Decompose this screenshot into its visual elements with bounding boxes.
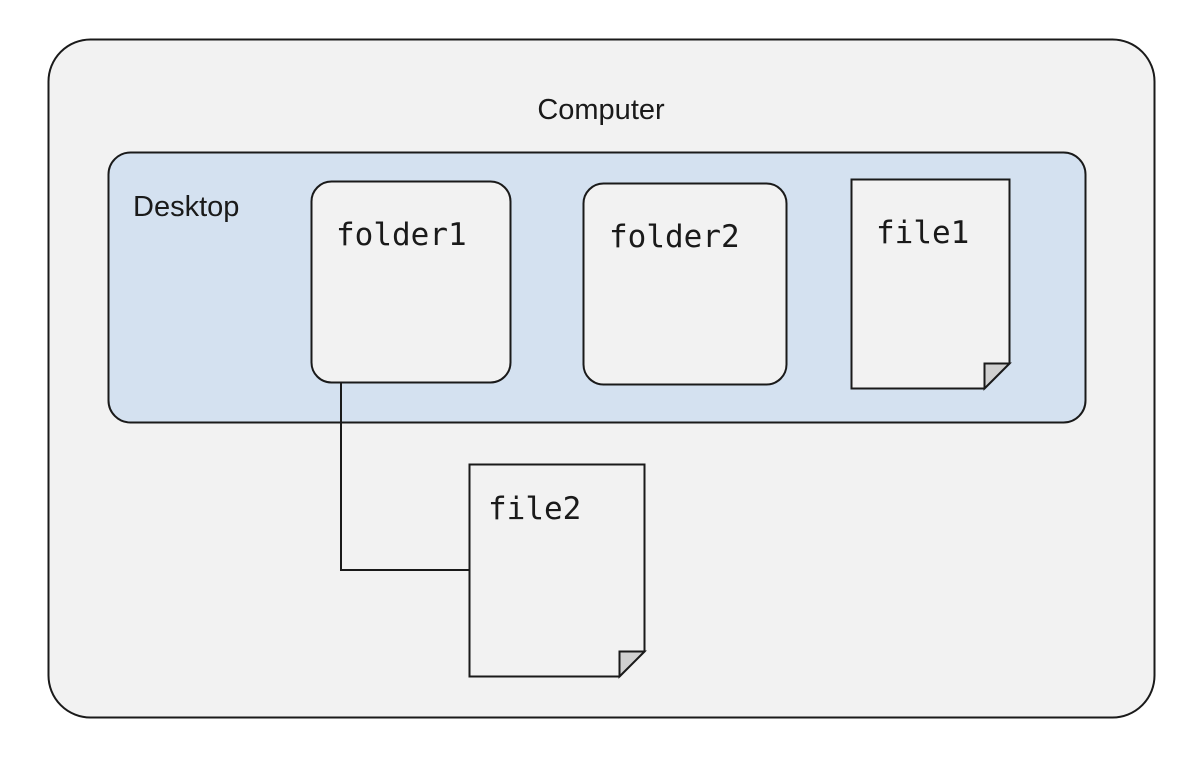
- file2-fold-corner-icon: [618, 650, 647, 679]
- node-file1[interactable]: file1: [850, 178, 1012, 391]
- connector-line[interactable]: [340, 342, 469, 571]
- folder2-label: folder2: [609, 219, 740, 255]
- folder2-shape[interactable]: [582, 182, 788, 386]
- folder1-shape[interactable]: [310, 180, 512, 384]
- node-file2[interactable]: file2: [468, 463, 647, 679]
- connector-folder1-to-file2[interactable]: [340, 342, 469, 571]
- file1-fold-corner-icon: [983, 362, 1012, 391]
- file1-label: file1: [876, 215, 969, 251]
- desktop-container-label: Desktop: [133, 191, 239, 223]
- file1-shape[interactable]: [850, 178, 1011, 390]
- file2-label: file2: [488, 491, 581, 527]
- computer-container-label: Computer: [537, 94, 665, 126]
- node-folder1[interactable]: folder1: [310, 180, 512, 384]
- node-folder2[interactable]: folder2: [582, 182, 788, 386]
- folder1-label: folder1: [336, 217, 467, 253]
